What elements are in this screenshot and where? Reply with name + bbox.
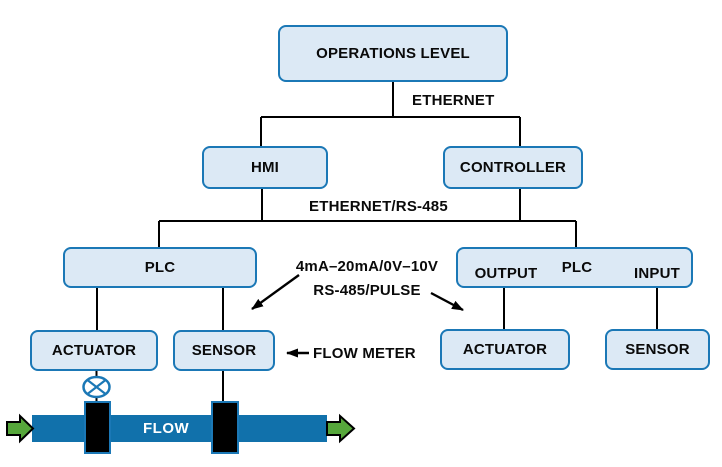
node-label: CONTROLLER	[459, 159, 567, 176]
node-label: ACTUATOR	[51, 342, 137, 359]
plc-input-label: INPUT	[634, 265, 680, 282]
valve-icon	[82, 375, 111, 399]
flow-meter-label: FLOW METER	[313, 345, 416, 362]
node-label: PLC	[144, 259, 176, 276]
node-operations-level: OPERATIONS LEVEL	[278, 25, 508, 82]
node-plc-right: OUTPUT PLC INPUT	[456, 247, 693, 288]
flow-label: FLOW	[143, 420, 190, 437]
ethernet-label: ETHERNET	[412, 92, 495, 109]
flow-sensor-body	[211, 401, 239, 454]
node-label: SENSOR	[191, 342, 257, 359]
node-label: PLC	[561, 259, 593, 276]
signal-arrow-right-icon	[430, 291, 464, 312]
valve-body	[84, 401, 111, 454]
node-plc-left: PLC	[63, 247, 257, 288]
node-hmi: HMI	[202, 146, 328, 189]
node-actuator-right: ACTUATOR	[440, 329, 570, 370]
node-label: SENSOR	[625, 341, 690, 358]
node-label: ACTUATOR	[462, 341, 548, 358]
signal-types-line2: RS-485/PULSE	[313, 282, 421, 299]
node-sensor-left: SENSOR	[173, 330, 275, 371]
ethernet-rs485-label: ETHERNET/RS-485	[309, 198, 448, 215]
node-actuator-left: ACTUATOR	[30, 330, 158, 371]
node-label: OPERATIONS LEVEL	[316, 45, 470, 62]
signal-types-line1: 4mA–20mA/0V–10V	[295, 258, 439, 275]
plc-output-label: OUTPUT	[474, 265, 538, 282]
signal-types-label: 4mA–20mA/0V–10V RS-485/PULSE	[284, 255, 450, 303]
pipe	[32, 415, 327, 442]
node-label: HMI	[250, 159, 280, 176]
flow-out-arrow-icon	[326, 413, 356, 444]
node-controller: CONTROLLER	[443, 146, 583, 189]
signal-arrow-left-icon	[251, 274, 300, 310]
node-sensor-right: SENSOR	[605, 329, 710, 370]
flow-in-arrow-icon	[6, 413, 35, 444]
